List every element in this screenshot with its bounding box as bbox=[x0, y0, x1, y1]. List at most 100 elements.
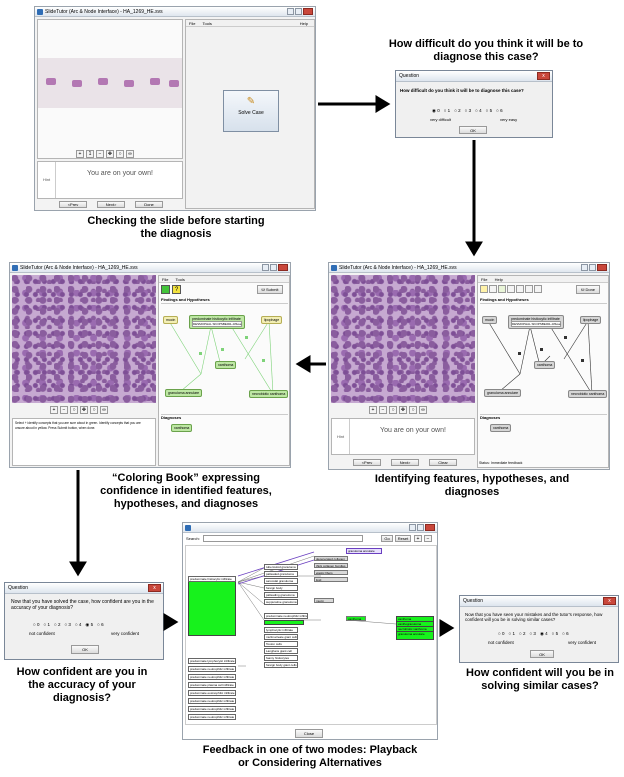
menu-tools[interactable]: Tools bbox=[175, 277, 185, 282]
close-button[interactable] bbox=[278, 264, 288, 271]
diagnosis-node[interactable]: xanthoma bbox=[490, 424, 512, 432]
menu-file[interactable]: File bbox=[162, 277, 169, 282]
radio-option[interactable]: ○ 3 bbox=[529, 631, 536, 636]
radio-option[interactable]: ○ 4 bbox=[475, 108, 482, 113]
maximize-button[interactable] bbox=[270, 264, 277, 271]
minimize-button[interactable] bbox=[262, 264, 269, 271]
diagnosis-node[interactable]: xanthoma bbox=[171, 424, 193, 432]
radio-option[interactable]: ○ 4 bbox=[74, 622, 82, 627]
magnify-icon[interactable]: ○ bbox=[409, 406, 417, 414]
maximize-button[interactable] bbox=[417, 524, 424, 531]
close-button[interactable] bbox=[303, 8, 313, 15]
feedback-row[interactable]: suppurative granuloma bbox=[264, 599, 298, 605]
slide-viewer[interactable] bbox=[12, 275, 156, 403]
q3-ok-button[interactable]: OK bbox=[530, 650, 554, 658]
zoom-icon[interactable]: ○ bbox=[70, 406, 78, 414]
node-lipophage[interactable]: lipophage bbox=[580, 316, 602, 324]
search-input[interactable] bbox=[203, 535, 363, 542]
info-tool-icon[interactable] bbox=[534, 285, 542, 293]
feedback-row[interactable]: Langhans giant cell bbox=[264, 648, 298, 654]
node-xanthoma[interactable]: xanthoma bbox=[215, 361, 237, 369]
feedback-row[interactable]: multinucleate giant cells bbox=[264, 634, 298, 640]
findings-canvas[interactable]: mucin predominate histiocytic infiltrate… bbox=[161, 303, 289, 411]
solve-case-button[interactable]: ✎ Solve Case bbox=[223, 90, 279, 132]
feedback-row[interactable]: predominate neutrophilic infiltrate bbox=[264, 613, 308, 619]
feedback-row[interactable]: predominate neutrophilic infiltrate bbox=[188, 666, 236, 672]
feedback-row[interactable]: foamy histiocytes bbox=[264, 655, 298, 661]
magnify-icon[interactable]: ○ bbox=[116, 150, 124, 158]
slide-viewer[interactable] bbox=[331, 275, 475, 403]
top-node[interactable]: granuloma annulare bbox=[346, 548, 382, 554]
radio-option[interactable]: ◉ 0 bbox=[432, 108, 440, 113]
next-button[interactable]: Next> bbox=[391, 459, 419, 466]
magnify-icon[interactable]: ○ bbox=[90, 406, 98, 414]
zoom-out-icon[interactable]: − bbox=[60, 406, 68, 414]
feedback-gray-node[interactable]: xanthoma bbox=[346, 616, 366, 621]
feedback-row[interactable]: predominate neutrophilic infiltrate bbox=[188, 706, 236, 712]
pan-icon[interactable]: ✥ bbox=[399, 406, 407, 414]
feedback-row[interactable]: palisaded granuloma bbox=[264, 571, 298, 577]
node-granuloma-annulare[interactable]: granuloma annulare bbox=[484, 389, 522, 397]
hypothesis-tool-icon[interactable] bbox=[498, 285, 506, 293]
radio-option[interactable]: ◉ 5 bbox=[85, 622, 94, 627]
feedback-gray-node[interactable]: elastic fibers bbox=[314, 570, 348, 575]
close-button[interactable] bbox=[425, 524, 435, 531]
menu-help[interactable]: Help bbox=[299, 21, 308, 26]
green-highlight-row[interactable] bbox=[264, 620, 304, 625]
node-xanthoma[interactable]: xanthoma bbox=[534, 361, 556, 369]
radio-option[interactable]: ○ 2 bbox=[518, 631, 526, 636]
radio-option[interactable]: ○ 5 bbox=[551, 631, 559, 636]
q2-ok-button[interactable]: OK bbox=[71, 645, 99, 654]
pan-icon[interactable]: ✥ bbox=[80, 406, 88, 414]
feedback-gray-node[interactable]: mucin bbox=[314, 598, 334, 603]
menu-file[interactable]: File bbox=[189, 21, 196, 26]
radio-option[interactable]: ○ 5 bbox=[485, 108, 493, 113]
yellow-marker-button[interactable]: ? bbox=[172, 285, 181, 294]
support-tool-icon[interactable] bbox=[507, 285, 515, 293]
zoom-in-icon[interactable]: + bbox=[50, 406, 58, 414]
menu-tools[interactable]: Tools bbox=[202, 21, 212, 26]
delete-tool-icon[interactable] bbox=[525, 285, 533, 293]
pan-icon[interactable]: ✥ bbox=[106, 150, 114, 158]
feedback-row[interactable]: predominate neutrophilic infiltrate bbox=[188, 714, 236, 720]
zoom-out-icon[interactable]: − bbox=[379, 406, 387, 414]
prev-button[interactable]: <Prev bbox=[353, 459, 381, 466]
finding-tool-icon[interactable] bbox=[480, 285, 488, 293]
feedback-row[interactable]: foreign body giant cells bbox=[264, 662, 298, 668]
feedback-row[interactable]: predominate histiocytic infiltrate bbox=[188, 576, 236, 582]
done-button[interactable]: Done bbox=[135, 201, 163, 208]
radio-option[interactable]: ○ 1 bbox=[508, 631, 515, 636]
go-button[interactable]: Go bbox=[381, 535, 393, 542]
feedback-row[interactable]: palisading granuloma bbox=[264, 592, 298, 598]
findings-canvas[interactable]: mucin predominate histiocytic infiltrate… bbox=[480, 303, 608, 411]
prev-button[interactable]: <Prev bbox=[59, 201, 87, 208]
radio-option[interactable]: ○ 2 bbox=[53, 622, 61, 627]
feedback-row[interactable]: sarcoidal granuloma bbox=[264, 578, 298, 584]
radio-option[interactable]: ○ 6 bbox=[496, 108, 503, 113]
radio-option[interactable]: ○ 6 bbox=[97, 622, 104, 627]
close-icon[interactable]: x bbox=[537, 72, 550, 80]
feedback-row[interactable]: predominate eosinophilic infiltrate bbox=[188, 690, 236, 696]
node-necrobiotic-xanthoma[interactable]: necrobiotic xanthoma bbox=[568, 390, 608, 398]
feedback-row[interactable]: foreign body bbox=[264, 585, 298, 591]
binoculars-icon[interactable]: ∞ bbox=[419, 406, 427, 414]
zoom-out-icon[interactable]: − bbox=[424, 535, 432, 542]
radio-option[interactable]: ○ 6 bbox=[562, 631, 569, 636]
close-icon[interactable]: x bbox=[148, 584, 161, 592]
close-feedback-button[interactable]: Close bbox=[295, 729, 323, 738]
absent-tool-icon[interactable] bbox=[489, 285, 497, 293]
radio-option[interactable]: ○ 1 bbox=[443, 108, 451, 113]
zoom-icon[interactable]: ○ bbox=[389, 406, 397, 414]
zoom-in-icon[interactable]: + bbox=[414, 535, 422, 542]
minimize-button[interactable] bbox=[287, 8, 294, 15]
node-lipophage[interactable]: lipophage bbox=[261, 316, 283, 324]
submit-button[interactable]: ⛁ Submit bbox=[257, 285, 283, 294]
radio-option[interactable]: ○ 2 bbox=[454, 108, 461, 113]
maximize-button[interactable] bbox=[295, 8, 302, 15]
close-icon[interactable]: x bbox=[603, 597, 616, 605]
zoom-in-icon[interactable]: + bbox=[369, 406, 377, 414]
node-necrobiotic-xanthoma[interactable]: necrobiotic xanthoma bbox=[249, 390, 289, 398]
done-button[interactable]: ⛁ Done bbox=[576, 285, 600, 294]
